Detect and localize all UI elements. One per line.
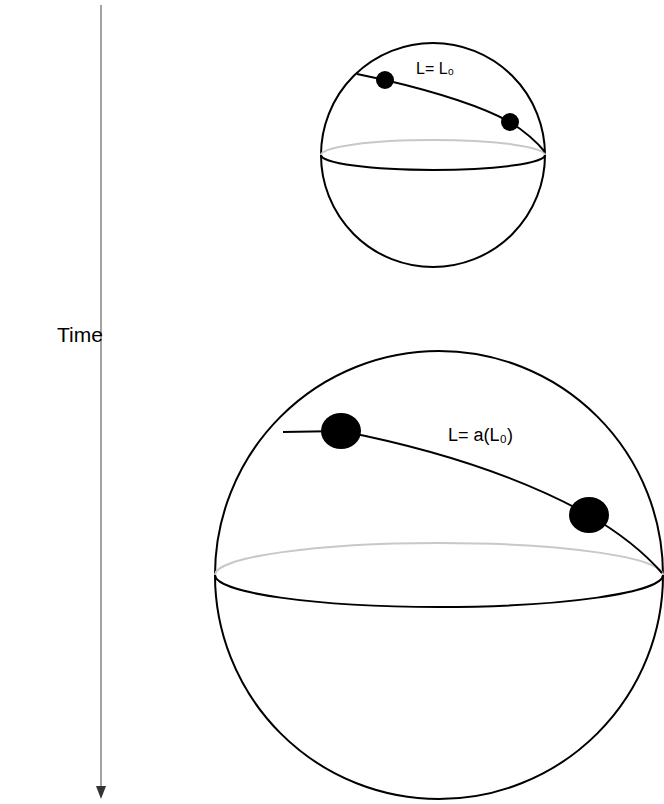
distance-label: L= L₀ [416, 60, 454, 78]
geodesic-arc [283, 431, 662, 573]
axis-label: Time [57, 323, 103, 346]
equator-back [215, 543, 663, 575]
small-sphere [321, 43, 545, 267]
galaxy-dot [569, 497, 609, 533]
equator-back [321, 140, 545, 155]
distance-label: L= a(L₀) [448, 426, 513, 446]
equator-front [321, 155, 545, 170]
arrow-head [96, 786, 106, 799]
equator-front [215, 575, 663, 607]
galaxy-dot [501, 113, 519, 131]
large-sphere [215, 351, 663, 799]
galaxy-dot [321, 413, 361, 449]
time-axis [100, 5, 101, 796]
galaxy-dot [376, 71, 394, 89]
